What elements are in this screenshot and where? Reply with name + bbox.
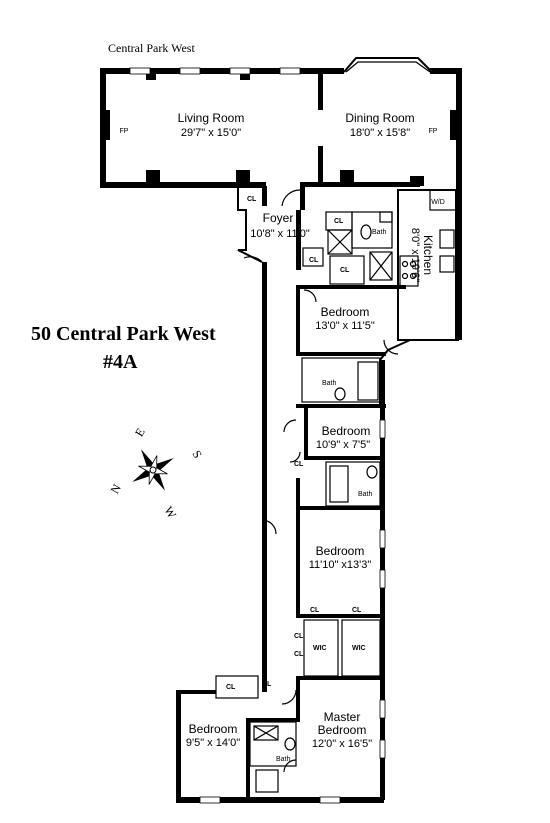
compass-rose [132,449,174,491]
closet-label: CL [294,461,304,468]
room-foyer: Foyer 10'8" x 11'0" [250,211,310,240]
room-bedroom-3: Bedroom 11'10" x13'3" [309,544,372,571]
address-line2: #4A [103,351,138,373]
room-bedroom-1: Bedroom 13'0" x 11'5" [315,305,375,332]
compass-north: N [107,481,124,496]
room-foyer-name: Foyer [263,211,294,225]
washer-dryer-label: W/D [431,199,445,206]
room-bedroom-4-dims: 9'5" x 14'0" [186,737,240,749]
wic-label: WIC [313,645,327,652]
room-bedroom-1-name: Bedroom [321,305,370,319]
room-bedroom-2-dims: 10'9" x 7'5" [316,439,370,451]
compass-east: E [132,426,148,439]
compass-south: S [189,448,204,461]
room-bedroom-4-name: Bedroom [189,722,238,736]
bath-label: Bath [358,491,373,498]
room-kitchen-dims: 8'0" x 19'6" [409,228,421,282]
bath-label: Bath [276,756,291,763]
closet-label: CL [334,218,344,225]
room-master-dims: 12'0" x 16'5" [312,738,372,750]
exterior-walls [100,57,462,804]
room-master-bedroom: Master Bedroom 12'0" x 16'5" [312,710,372,750]
room-foyer-dims: 10'8" x 11'0" [250,228,310,240]
closet-label: CL [309,257,319,264]
room-bedroom-2: Bedroom 10'9" x 7'5" [316,424,370,451]
room-dining: Dining Room 18'0" x 15'8" FP [345,111,437,139]
closet-label: CL [340,267,350,274]
room-bedroom-3-dims: 11'10" x13'3" [309,559,372,571]
closet-label: CL [352,607,362,614]
bath-label: Bath [372,229,387,236]
bath-label: Bath [322,380,337,387]
room-kitchen: Kitchen 8'0" x 19'6" [409,228,435,282]
wic-label: WIC [352,645,366,652]
compass-west: W [161,504,179,521]
door-swings [243,189,399,773]
closet-label: CL [247,196,257,203]
room-living: Living Room 29'7" x 15'0" FP [120,111,245,139]
room-dining-name: Dining Room [345,111,414,125]
room-living-name: Living Room [178,111,245,125]
room-dining-dims: 18'0" x 15'8" [350,127,410,139]
closet-label: CL [226,684,236,691]
closet-label: CL [262,681,272,688]
room-master-name-2: Bedroom [318,723,367,737]
room-kitchen-name: Kitchen [421,235,435,275]
fireplace-living: FP [120,128,129,135]
room-bedroom-3-name: Bedroom [316,544,365,558]
fireplace-dining: FP [429,128,438,135]
closet-label: CL [294,651,304,658]
room-bedroom-1-dims: 13'0" x 11'5" [315,320,375,332]
address-line1: 50 Central Park West [31,323,216,345]
closet-label: CL [294,633,304,640]
closet-labels: CL CL CL CL CL CL CL CL CL CL CL [226,196,362,691]
interior-walls [215,74,457,798]
bath-labels: Bath Bath Bath Bath WIC WIC [276,229,387,763]
room-master-name-1: Master [324,710,361,724]
room-living-dims: 29'7" x 15'0" [181,127,241,139]
room-bedroom-2-name: Bedroom [322,424,371,438]
room-bedroom-4: Bedroom 9'5" x 14'0" [186,722,240,749]
street-label: Central Park West [108,41,195,55]
closet-label: CL [310,607,320,614]
